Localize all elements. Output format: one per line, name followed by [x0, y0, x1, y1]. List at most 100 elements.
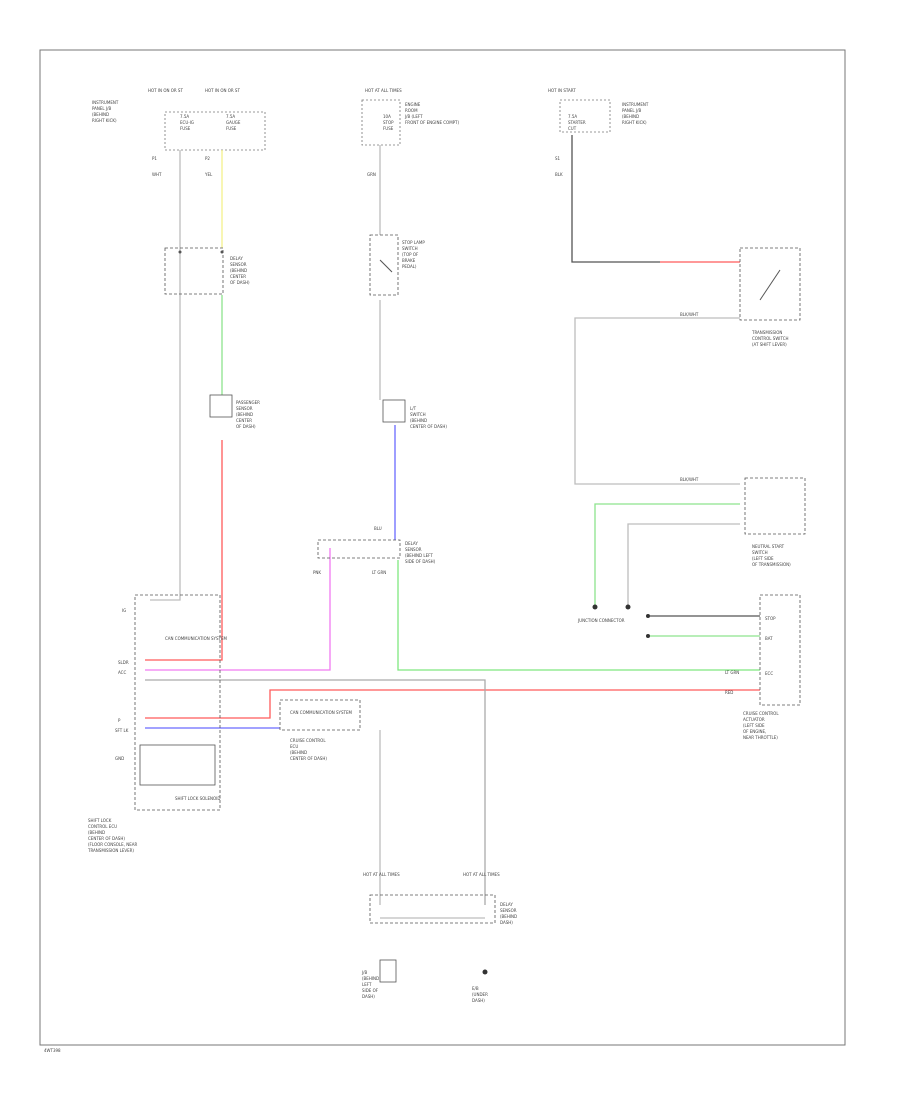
- transmission-control-switch: TRANSMISSION CONTROL SWITCH (AT SHIFT LE…: [680, 247, 801, 347]
- diagram-border: [39, 49, 846, 1046]
- footer-code: 4WT398: [44, 1048, 61, 1053]
- diagram-label: SENSOR: [405, 547, 422, 552]
- diagram-label: L/T: [410, 406, 417, 411]
- diagram-label: GND: [115, 756, 124, 761]
- diagram-label: SIDE OF DASH): [405, 559, 436, 564]
- wire-gray-right: [574, 317, 740, 485]
- diagram-label: STOP: [383, 120, 394, 125]
- wire-pink: [145, 548, 331, 671]
- diagram-label: SHIFT LOCK: [88, 818, 112, 823]
- stop-lamp-switch: STOP LAMP SWITCH (TOP OF BRAKE PEDAL): [369, 234, 425, 296]
- diagram-label: CENTER OF DASH): [88, 836, 125, 841]
- diagram-label: JUNCTION CONNECTOR: [577, 618, 625, 623]
- diagram-label: (BEHIND: [230, 268, 247, 273]
- cruise-control-ecu: CAN COMMUNICATION SYSTEM CRUISE CONTROL …: [279, 699, 361, 761]
- diagram-label: YEL: [204, 172, 213, 177]
- diagram-label: 7.5A: [226, 114, 235, 119]
- diagram-label: CRUISE CONTROL: [743, 711, 779, 716]
- wire-green-junction-2: [627, 523, 740, 605]
- diagram-label: E/B: [472, 986, 479, 991]
- shift-lock-ecu: IG SLDR ACC P SFT LK GND CAN COMMUNICATI…: [87, 594, 227, 853]
- diagram-label: GRN: [367, 172, 376, 177]
- diagram-label: P: [118, 718, 121, 723]
- diagram-label: RIGHT KICK): [92, 118, 117, 123]
- diagram-label: HOT AT ALL TIMES: [463, 872, 500, 877]
- diagram-label: SHIFT LOCK SOLENOID: [175, 796, 220, 801]
- fuse-block-left: HOT IN ON OR ST HOT IN ON OR ST INSTRUME…: [92, 88, 266, 177]
- diagram-label: PEDAL): [402, 264, 417, 269]
- diagram-label: SIDE OF: [362, 988, 379, 993]
- diagram-label: FUSE: [226, 126, 237, 131]
- fuse-block-center: HOT AT ALL TIMES ENGINE ROOM J/B (LEFT F…: [361, 88, 459, 177]
- diagram-label: RED: [725, 690, 733, 695]
- diagram-label: STARTER: [568, 120, 586, 125]
- diagram-label: CRUISE CONTROL: [290, 738, 326, 743]
- diagram-label: DELAY: [230, 256, 243, 261]
- delay-sensor-center: DELAY SENSOR (BEHIND LEFT SIDE OF DASH) …: [313, 526, 436, 575]
- diagram-label: (BEHIND LEFT: [405, 553, 433, 558]
- diagram-label: OF ENGINE,: [743, 729, 766, 734]
- diagram-label: OF TRANSMISSION): [752, 562, 791, 567]
- diagram-label: SWITCH: [402, 246, 418, 251]
- diagram-label: BAT: [765, 636, 773, 641]
- neutral-start-switch: NEUTRAL START SWITCH (LEFT SIDE OF TRANS…: [680, 477, 806, 567]
- lt-switch: L/T SWITCH (BEHIND CENTER OF DASH): [382, 399, 447, 429]
- diagram-label: (LEFT SIDE: [743, 723, 765, 728]
- diagram-label: (FLOOR CONSOLE, NEAR: [88, 842, 137, 847]
- diagram-label: ROOM: [405, 108, 418, 113]
- diagram-label: NEUTRAL START: [752, 544, 785, 549]
- wire-green-junction-1: [594, 503, 740, 605]
- junction-connector: JUNCTION CONNECTOR: [577, 604, 650, 638]
- diagram-label: CENTER OF DASH): [410, 424, 447, 429]
- diagram-label: TRANSMISSION: [751, 330, 782, 335]
- diagram-label: J/B (LEFT: [404, 114, 423, 119]
- diagram-label: FUSE: [180, 126, 191, 131]
- delay-relay-left: DELAY SENSOR (BEHIND CENTER OF DASH): [164, 247, 250, 295]
- diagram-label: OF DASH): [236, 424, 256, 429]
- passenger-sensor: PASSENGER SENSOR (BEHIND CENTER OF DASH): [209, 394, 260, 429]
- diagram-label: DELAY: [500, 902, 513, 907]
- ground-right: E/B (UNDER DASH): [472, 969, 488, 1003]
- diagram-label: BLU: [374, 526, 382, 531]
- diagram-label: S1: [555, 156, 561, 161]
- diagram-label: CENTER: [230, 274, 246, 279]
- diagram-label: DASH): [362, 994, 375, 999]
- diagram-label: FRONT OF ENGINE COMPT): [405, 120, 459, 125]
- diagram-label: WHT: [152, 172, 162, 177]
- wire-white-left: [150, 150, 181, 601]
- diagram-label: 7.5A: [568, 114, 577, 119]
- diagram-label: DASH): [472, 998, 485, 1003]
- diagram-label: HOT IN ON OR ST: [205, 88, 240, 93]
- diagram-label: FUSE: [383, 126, 394, 131]
- cruise-control-actuator: STOP BAT ECC CRUISE CONTROL ACTUATOR (LE…: [725, 594, 801, 740]
- diagram-label: ECU: [290, 744, 298, 749]
- diagram-label: CAN COMMUNICATION SYSTEM: [165, 636, 227, 641]
- bottom-delay-sensor: HOT AT ALL TIMES HOT AT ALL TIMES DELAY …: [363, 872, 517, 925]
- diagram-label: (BEHIND: [88, 830, 105, 835]
- diagram-label: PASSENGER: [236, 400, 260, 405]
- diagram-label: BLK/WHT: [680, 477, 699, 482]
- diagram-label: ACC: [118, 670, 126, 675]
- diagram-label: P1: [152, 156, 157, 161]
- wire-lt-green: [397, 560, 760, 671]
- ground-left: J/B (BEHIND LEFT SIDE OF DASH): [361, 959, 397, 999]
- diagram-label: CAN COMMUNICATION SYSTEM: [290, 710, 352, 715]
- diagram-label: CONTROL SWITCH: [752, 336, 789, 341]
- diagram-label: (BEHIND: [622, 114, 639, 119]
- diagram-label: 7.5A: [180, 114, 189, 119]
- diagram-label: NEAR THROTTLE): [743, 735, 778, 740]
- diagram-label: CENTER OF DASH): [290, 756, 327, 761]
- diagram-label: SENSOR: [500, 908, 517, 913]
- diagram-label: (AT SHIFT LEVER): [752, 342, 787, 347]
- diagram-label: PANEL J/B: [92, 106, 111, 111]
- diagram-label: INSTRUMENT: [622, 102, 649, 107]
- diagram-label: (BEHIND: [410, 418, 427, 423]
- diagram-label: (BEHIND: [500, 914, 517, 919]
- diagram-label: (BEHIND: [290, 750, 307, 755]
- diagram-label: BLK: [555, 172, 563, 177]
- diagram-label: SWITCH: [752, 550, 768, 555]
- diagram-label: STOP: [765, 616, 776, 621]
- diagram-label: RIGHT KICK): [622, 120, 647, 125]
- diagram-label: CONTROL ECU: [88, 824, 117, 829]
